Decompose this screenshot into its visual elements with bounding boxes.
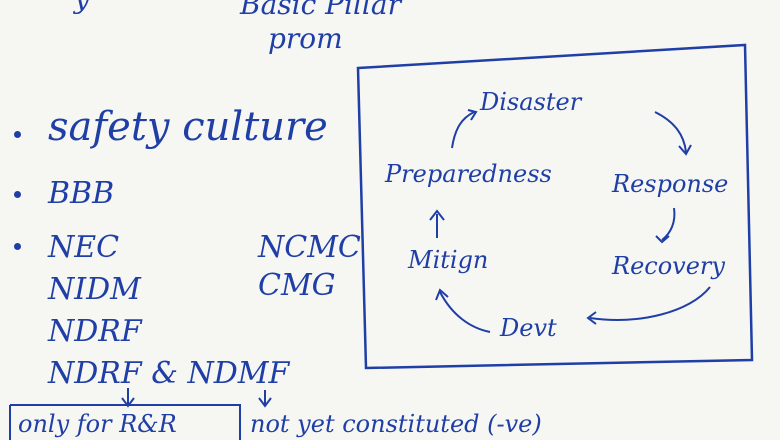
bullet-nidm: NIDM xyxy=(48,272,141,307)
arrow-recovery-to-devt xyxy=(589,286,711,321)
arrow-response-to-recovery xyxy=(661,207,676,241)
bullet-ndrf-ndmf: NDRF & NDMF xyxy=(48,356,290,391)
bullet-dot xyxy=(14,243,21,250)
bottom-box xyxy=(10,404,241,440)
top-left-fragment: y xyxy=(74,0,90,15)
bullet-nec: NEC xyxy=(48,230,120,265)
cycle-recovery: Recovery xyxy=(612,252,725,280)
bottom-not-yet: not yet constituted (-ve) xyxy=(250,410,542,438)
cycle-box xyxy=(356,43,754,370)
cycle-mitign: Mitign xyxy=(408,246,489,274)
arrow-devt-to-mitign xyxy=(439,291,491,333)
cycle-response: Response xyxy=(612,170,729,198)
bottom-only-for: only for R&R xyxy=(18,410,177,438)
right-ncmc: NCMC xyxy=(258,230,361,265)
bullet-dot xyxy=(14,131,21,138)
bullet-ndrf: NDRF xyxy=(48,314,142,349)
bullet-safety-culture: safety culture xyxy=(48,104,328,150)
top-line: Basic Pillar xyxy=(240,0,401,21)
cycle-preparedness: Preparedness xyxy=(385,160,552,188)
arrow-disaster-to-response xyxy=(654,111,687,153)
top-line-2: prom xyxy=(268,22,343,55)
bullet-bbb: BBB xyxy=(48,176,115,211)
arrow-preparedness-to-disaster xyxy=(451,111,475,149)
cycle-devt: Devt xyxy=(500,314,557,342)
bullet-dot xyxy=(14,191,21,198)
right-cmg: CMG xyxy=(258,268,336,303)
cycle-disaster: Disaster xyxy=(480,88,582,116)
